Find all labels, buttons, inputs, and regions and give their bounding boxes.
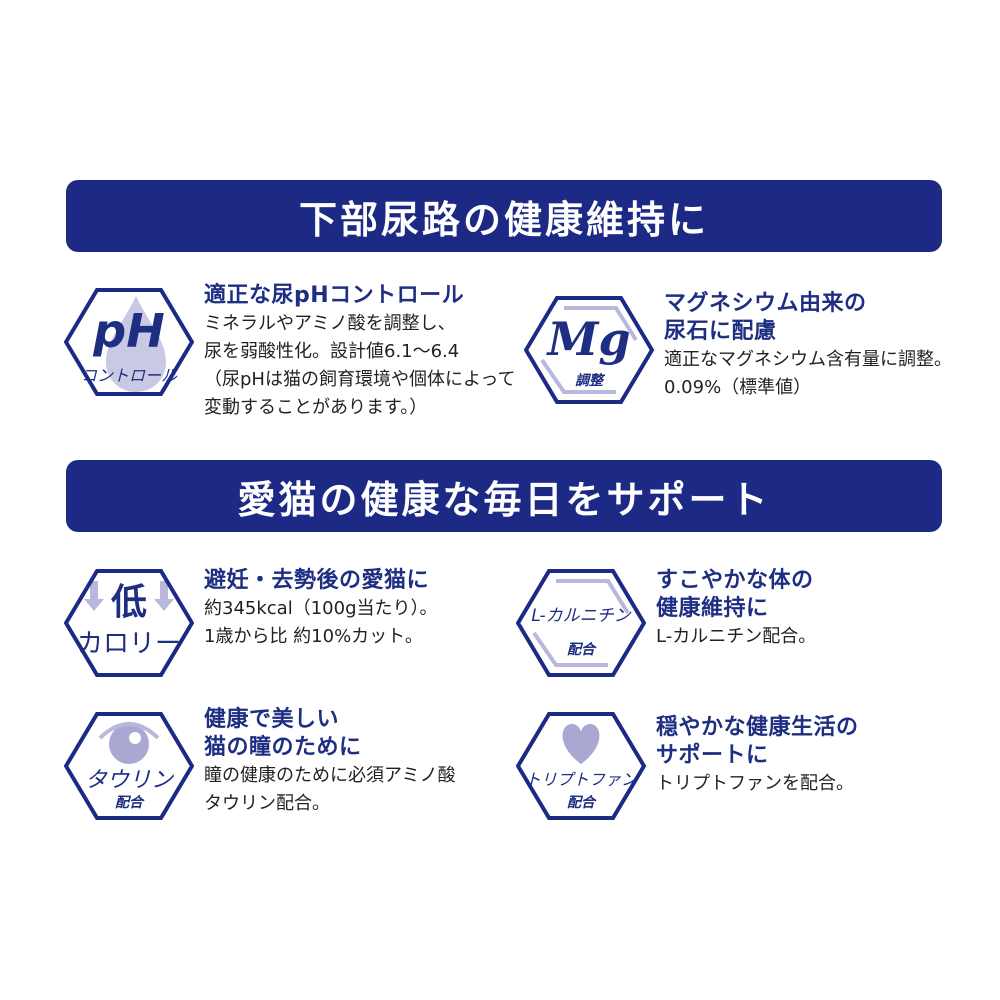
feature-body: 適正なマグネシウム含有量に調整。 0.09%（標準値） (664, 349, 952, 398)
feature-title: マグネシウム由来の 尿石に配慮 (664, 291, 867, 344)
badge-sub-text: 配合 (115, 795, 143, 811)
feature-low-calorie: 低 カロリー 避妊・去勢後の愛猫に 約345kcal（100g当たり）。 1歳か… (64, 563, 438, 681)
badge-main-text: 低 (110, 582, 147, 623)
tryptophan-badge: トリプトファン 配合 (516, 706, 646, 824)
badge-main-text: Mg (547, 312, 631, 366)
feature-title: 穏やかな健康生活の サポートに (656, 715, 859, 768)
eye-icon (64, 712, 194, 820)
feature-body: 瞳の健康のために必須アミノ酸 タウリン配合。 (204, 765, 456, 814)
feature-body: トリプトファンを配合。 (656, 773, 854, 794)
magnesium-badge: Mg 調整 (524, 290, 654, 408)
feature-title: 健康で美しい 猫の瞳のために (204, 707, 362, 760)
feature-taurine: タウリン 配合 健康で美しい 猫の瞳のために 瞳の健康のために必須アミノ酸 タウ… (64, 706, 456, 824)
badge-sub-text: コントロール (80, 366, 177, 385)
l-carnitine-badge: L-カルニチン 配合 (516, 563, 646, 681)
magnesium-icon (524, 296, 654, 404)
feature-l-carnitine: L-カルニチン 配合 すこやかな体の 健康維持に L-カルニチン配合。 (516, 563, 816, 681)
ph-drop-icon (64, 288, 194, 396)
banner-title: 下部尿路の健康維持に (298, 197, 709, 242)
feature-tryptophan: トリプトファン 配合 穏やかな健康生活の サポートに トリプトファンを配合。 (516, 706, 859, 824)
badge-sub-text: 配合 (567, 642, 595, 658)
feature-body: L-カルニチン配合。 (656, 626, 817, 647)
section-banner-urinary: 下部尿路の健康維持に (66, 180, 942, 252)
badge-main-text: pH (93, 304, 165, 358)
badge-sub-text: 調整 (575, 373, 603, 389)
heart-icon (516, 712, 646, 820)
badge-main-text: タウリン (84, 768, 173, 793)
feature-title: 避妊・去勢後の愛猫に (204, 568, 430, 593)
feature-body: ミネラルやアミノ酸を調整し、 尿を弱酸性化。設計値6.1～6.4 （尿pHは猫の… (204, 313, 516, 418)
l-carnitine-icon (516, 569, 646, 677)
badge-sub-text: カロリー (76, 629, 181, 659)
badge-main-text: トリプトファン (524, 770, 637, 789)
feature-ph-control: pH コントロール 適正な尿pHコントロール ミネラルやアミノ酸を調整し、 尿を… (64, 282, 516, 422)
low-calorie-arrow-icon (64, 569, 194, 677)
ph-control-badge: pH コントロール (64, 282, 194, 400)
taurine-badge: タウリン 配合 (64, 706, 194, 824)
feature-title: 適正な尿pHコントロール (204, 283, 465, 308)
low-calorie-badge: 低 カロリー (64, 563, 194, 681)
feature-title: すこやかな体の 健康維持に (656, 568, 814, 621)
section-banner-daily-health: 愛猫の健康な毎日をサポート (66, 460, 942, 532)
banner-title: 愛猫の健康な毎日をサポート (237, 477, 771, 522)
feature-body: 約345kcal（100g当たり）。 1歳から比 約10%カット。 (204, 598, 438, 647)
feature-magnesium: Mg 調整 マグネシウム由来の 尿石に配慮 適正なマグネシウム含有量に調整。 0… (524, 290, 952, 408)
badge-main-text: L-カルニチン (531, 606, 631, 626)
badge-sub-text: 配合 (567, 795, 595, 811)
